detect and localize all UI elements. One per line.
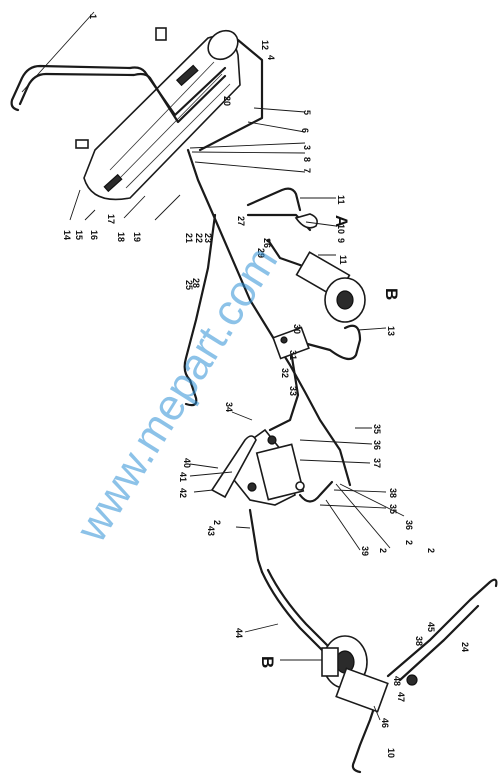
label-11a: 11 — [336, 195, 346, 205]
label-13: 13 — [386, 326, 396, 336]
label-20: 20 — [222, 96, 232, 106]
watermark: www.mepart.com — [66, 238, 287, 551]
letter-A: A — [332, 215, 351, 227]
label-33: 33 — [288, 386, 298, 396]
label-21: 21 — [184, 233, 194, 243]
label-16: 16 — [89, 230, 99, 240]
label-44: 44 — [234, 628, 244, 638]
label-27: 27 — [236, 216, 246, 226]
label-3: 3 — [302, 145, 312, 150]
label-29: 29 — [256, 248, 266, 258]
label-2c: 2 — [212, 520, 222, 525]
label-4: 4 — [266, 55, 276, 60]
piping — [10, 38, 498, 774]
label-30: 30 — [292, 324, 302, 334]
label-32: 32 — [280, 368, 290, 378]
brake-chamber-top — [294, 213, 366, 323]
brake-valve — [210, 428, 305, 506]
label-10a: 10 — [336, 224, 346, 234]
brake-chamber-bottom — [321, 635, 418, 713]
label-38a: 38 — [388, 488, 398, 498]
label-38b: 38 — [414, 636, 424, 646]
label-40: 40 — [182, 458, 192, 468]
label-36b: 36 — [404, 520, 414, 530]
label-41: 41 — [178, 472, 188, 482]
label-17: 17 — [106, 214, 116, 224]
air-reservoir-tank — [75, 27, 241, 201]
label-6: 6 — [300, 128, 310, 133]
label-1: 1 — [88, 14, 98, 19]
label-19: 19 — [132, 232, 142, 242]
label-31: 31 — [288, 350, 298, 360]
label-11b: 11 — [338, 255, 348, 265]
label-25: 25 — [184, 280, 194, 290]
label-48: 48 — [392, 676, 402, 686]
label-12: 12 — [260, 40, 270, 50]
label-2a: 2 — [404, 540, 414, 545]
label-10b: 10 — [386, 748, 396, 758]
label-34: 34 — [224, 402, 234, 412]
label-9: 9 — [336, 238, 346, 243]
letter-B-bottom: B — [258, 656, 277, 668]
fitting-block — [272, 326, 310, 360]
label-28: 28 — [191, 278, 201, 288]
label-42: 42 — [178, 488, 188, 498]
label-35b: 35 — [388, 504, 398, 514]
label-14: 14 — [62, 230, 72, 240]
label-5: 5 — [302, 110, 312, 115]
label-45: 45 — [426, 622, 436, 632]
part-number-labels: 1 12 4 20 5 6 3 8 7 14 15 16 17 18 19 27… — [62, 14, 470, 758]
label-8: 8 — [302, 157, 312, 162]
label-15: 15 — [74, 230, 84, 240]
label-7: 7 — [302, 168, 312, 173]
label-23: 23 — [203, 233, 213, 243]
label-47: 47 — [396, 692, 406, 702]
label-43: 43 — [206, 526, 216, 536]
label-22: 22 — [194, 233, 204, 243]
label-39: 39 — [360, 546, 370, 556]
label-26: 26 — [262, 238, 272, 248]
letter-B-top: B — [382, 288, 401, 300]
label-37: 37 — [372, 458, 382, 468]
label-35a: 35 — [372, 424, 382, 434]
leader-lines — [21, 11, 405, 721]
label-46: 46 — [380, 718, 390, 728]
label-18: 18 — [116, 232, 126, 242]
label-2d: 2 — [426, 548, 436, 553]
label-36a: 36 — [372, 440, 382, 450]
label-2b: 2 — [378, 548, 388, 553]
label-24: 24 — [460, 642, 470, 652]
